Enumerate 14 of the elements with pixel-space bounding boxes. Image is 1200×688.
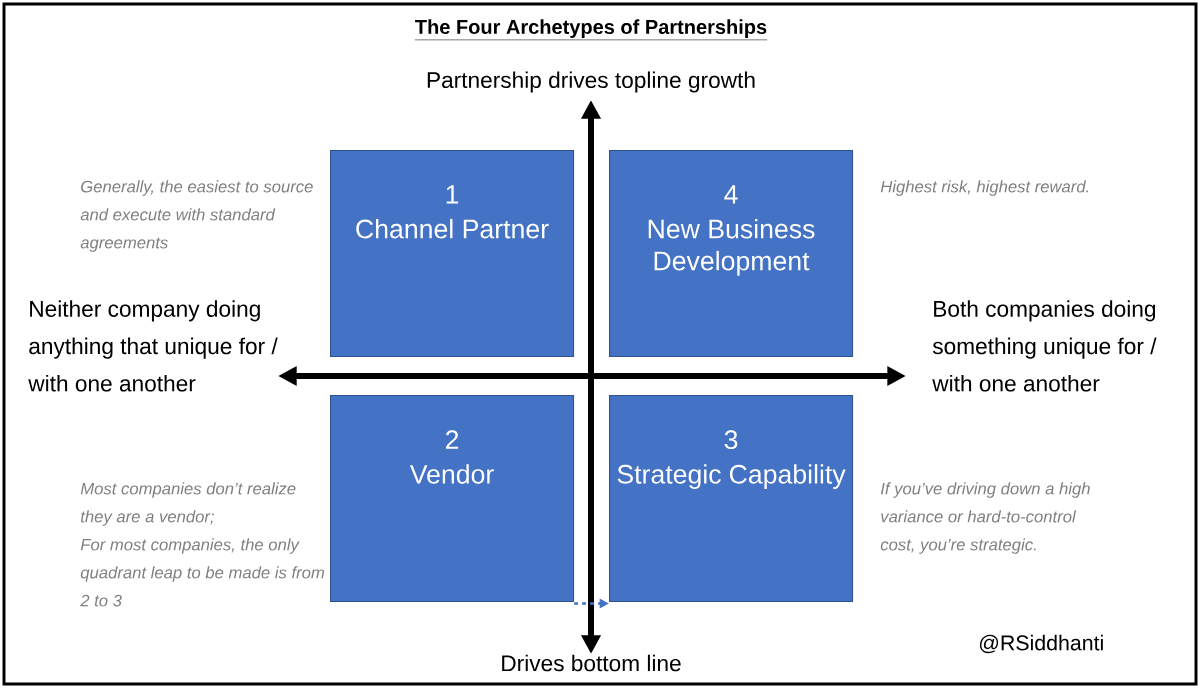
quadrant-box: 4 New Business Development [609,150,854,358]
note-text: Most companies don’t realize they are a vendor; [80,482,296,526]
axis-label: Drives bottom line [502,654,681,672]
handle-text: @RSiddhanti [979,634,1103,654]
quadrant-box: 3 Strategic Capability [609,395,854,603]
note-text: If you’ve driving down a high variance or hard-to-control cost, you’re strategic. [880,482,1090,554]
axis-label: Partnership drives topline growth [427,71,755,93]
quadrant-box: 1 Channel Partner [330,150,575,358]
axis-label: Both companies doing something unique for / with one another [932,300,1157,392]
title: The Four Archetypes of Partnerships [414,19,768,41]
axis-label: Neither company doing anything that unique for / with one another [28,300,278,392]
note-text: Generally, the easiest to source and execute with standard agreements [80,180,313,252]
note-text: Highest risk, highest reward. [880,180,1089,196]
quadrant-box: 2 Vendor [330,395,575,603]
